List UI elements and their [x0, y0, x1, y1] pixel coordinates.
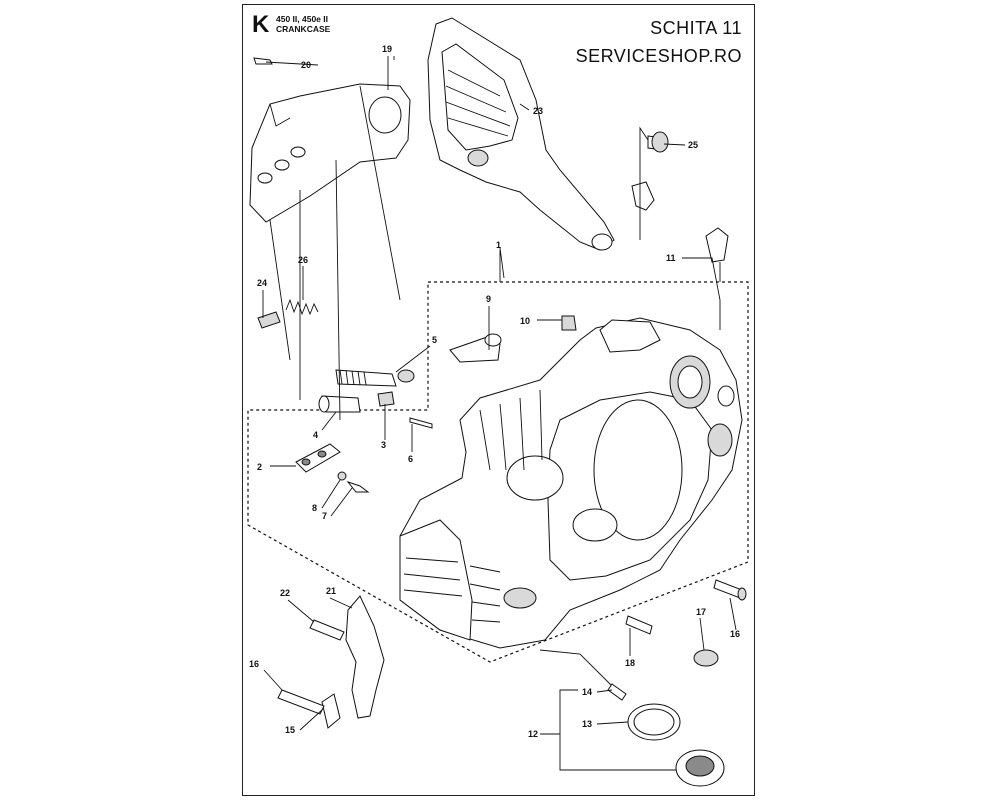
- callout-13: 13: [582, 719, 592, 729]
- part-1-crankcase: [399, 317, 743, 649]
- part-21-plate: [345, 595, 385, 719]
- part-5-spring-bolt: [335, 369, 415, 387]
- part-7-8-screw-washer: [337, 471, 370, 493]
- part-2-plate: [295, 443, 341, 473]
- part-26-spring: [285, 298, 319, 316]
- callout-3: 3: [381, 440, 386, 450]
- callout-23: 23: [533, 106, 543, 116]
- callout-1: 1: [496, 240, 501, 250]
- part-12-cap: [675, 749, 725, 787]
- callout-9: 9: [486, 294, 491, 304]
- callout-24: 24: [257, 278, 267, 288]
- part-18-bolt: [625, 615, 653, 635]
- part-24-pin: [257, 311, 281, 329]
- part-9-nozzle: [449, 333, 502, 363]
- part-23-front-handle: [427, 17, 615, 251]
- callout-labels: 1 2 3 4 5 6 7 8 9 10 11 12 13 14 15 16 1…: [249, 44, 740, 739]
- callout-6: 6: [408, 454, 413, 464]
- part-16-screw-left: [277, 689, 325, 715]
- callout-26: 26: [298, 255, 308, 265]
- section-name: CRANKCASE: [276, 24, 331, 34]
- callout-16-left: 16: [249, 659, 259, 669]
- crankcase-group-outline: [247, 281, 749, 663]
- callout-21: 21: [326, 586, 336, 596]
- part-3-block: [377, 391, 395, 407]
- part-25-bolt: [647, 131, 669, 153]
- sheet-letter: K: [252, 11, 270, 38]
- callout-8: 8: [312, 503, 317, 513]
- callout-2: 2: [257, 462, 262, 472]
- part-10-bolt: [561, 315, 577, 331]
- callout-16-right: 16: [730, 629, 740, 639]
- part-22-screw: [309, 619, 345, 641]
- callout-11: 11: [666, 253, 676, 263]
- sketch-title: SCHITA 11: [650, 18, 742, 38]
- part-14-hose: [539, 649, 627, 701]
- shop-name: SERVICESHOP.RO: [575, 46, 742, 66]
- part-20-screw: [253, 57, 273, 65]
- part-15-bracket: [321, 693, 341, 729]
- part-6-pin: [409, 417, 433, 429]
- callout-14: 14: [582, 687, 592, 697]
- callout-10: 10: [520, 316, 530, 326]
- callout-22: 22: [280, 588, 290, 598]
- leader-lines: [262, 56, 737, 771]
- callout-15: 15: [285, 725, 295, 735]
- model-name: 450 II, 450e II: [276, 14, 328, 24]
- part-19-cover-plate: [249, 83, 411, 223]
- part-16-screw-right: [713, 579, 747, 601]
- callout-7: 7: [322, 511, 327, 521]
- callout-20: 20: [301, 60, 311, 70]
- part-17-bushing: [693, 649, 719, 667]
- part-4-stud: [318, 395, 361, 413]
- callout-12: 12: [528, 729, 538, 739]
- part-11-clip: [631, 181, 729, 263]
- callout-5: 5: [432, 335, 437, 345]
- part-13-seal: [627, 703, 681, 741]
- diagram-frame: [242, 4, 755, 796]
- callout-18: 18: [625, 658, 635, 668]
- callout-19: 19: [382, 44, 392, 54]
- callout-25: 25: [688, 140, 698, 150]
- callout-4: 4: [313, 430, 318, 440]
- callout-17: 17: [696, 607, 706, 617]
- model-header: 450 II, 450e II CRANKCASE: [276, 14, 330, 34]
